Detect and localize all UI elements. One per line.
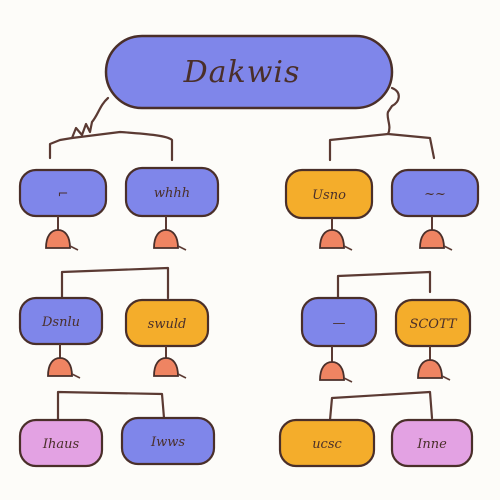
root-label: Dakwis: [183, 55, 301, 90]
node-layer: ⌐ whhh Usno ~~ Dsnlu swuld — SCOTT Ihaus Iwws ucsc…: [18, 166, 480, 468]
bell-icon: [319, 346, 353, 383]
node-n4[interactable]: ~~: [390, 168, 480, 218]
connector-root-right: [328, 86, 400, 162]
node-n2[interactable]: whhh: [124, 166, 220, 218]
bell-icon: [153, 216, 187, 251]
node-n8[interactable]: SCOTT: [394, 298, 472, 348]
node-n6[interactable]: swuld: [124, 298, 210, 348]
bell-icon: [419, 216, 453, 251]
node-n11[interactable]: ucsc: [278, 418, 376, 468]
node-n12[interactable]: Inne: [390, 418, 474, 468]
node-box: [390, 418, 474, 468]
bell-icon: [45, 216, 79, 251]
node-label: ~~: [424, 187, 446, 202]
node-label: whhh: [154, 186, 190, 201]
node-box: [120, 416, 216, 466]
node-label: —: [333, 316, 346, 331]
bell-icon: [47, 344, 81, 379]
node-label: Dsnlu: [41, 315, 80, 330]
node-n1[interactable]: ⌐: [18, 168, 108, 218]
bell-icon: [319, 218, 353, 251]
node-n3[interactable]: Usno: [284, 168, 374, 220]
node-box: [278, 418, 376, 468]
bell-icon: [417, 346, 451, 381]
node-box: [124, 166, 220, 218]
node-n10[interactable]: Iwws: [120, 416, 216, 466]
node-n7[interactable]: —: [300, 296, 378, 348]
node-label: ⌐: [58, 187, 69, 202]
node-box: [18, 168, 108, 218]
node-label: ucsc: [312, 437, 342, 452]
node-label: Usno: [312, 188, 346, 203]
connector-right-top-bar: [386, 132, 436, 160]
node-label: swuld: [148, 317, 187, 332]
connector-root-left: [48, 96, 110, 160]
node-label: Inne: [416, 437, 447, 452]
node-label: SCOTT: [409, 317, 457, 332]
node-box: [394, 298, 472, 348]
node-label: Ihaus: [42, 437, 80, 452]
node-n9[interactable]: Ihaus: [18, 418, 104, 468]
bell-icon: [153, 346, 187, 379]
node-n5[interactable]: Dsnlu: [18, 296, 104, 346]
node-box: [300, 296, 378, 348]
connector-tier3-left: [56, 390, 166, 422]
root-node[interactable]: Dakwis: [104, 34, 394, 110]
connector-tier3-right: [328, 390, 434, 422]
connector-lines: [48, 86, 436, 422]
node-box: [284, 168, 374, 220]
node-box: [18, 418, 104, 468]
connector-left-top-bar: [70, 130, 174, 162]
node-label: Iwws: [150, 435, 185, 450]
node-box: [390, 168, 480, 218]
connector-tier2-right: [336, 270, 432, 300]
connector-tier2-left: [60, 266, 170, 300]
